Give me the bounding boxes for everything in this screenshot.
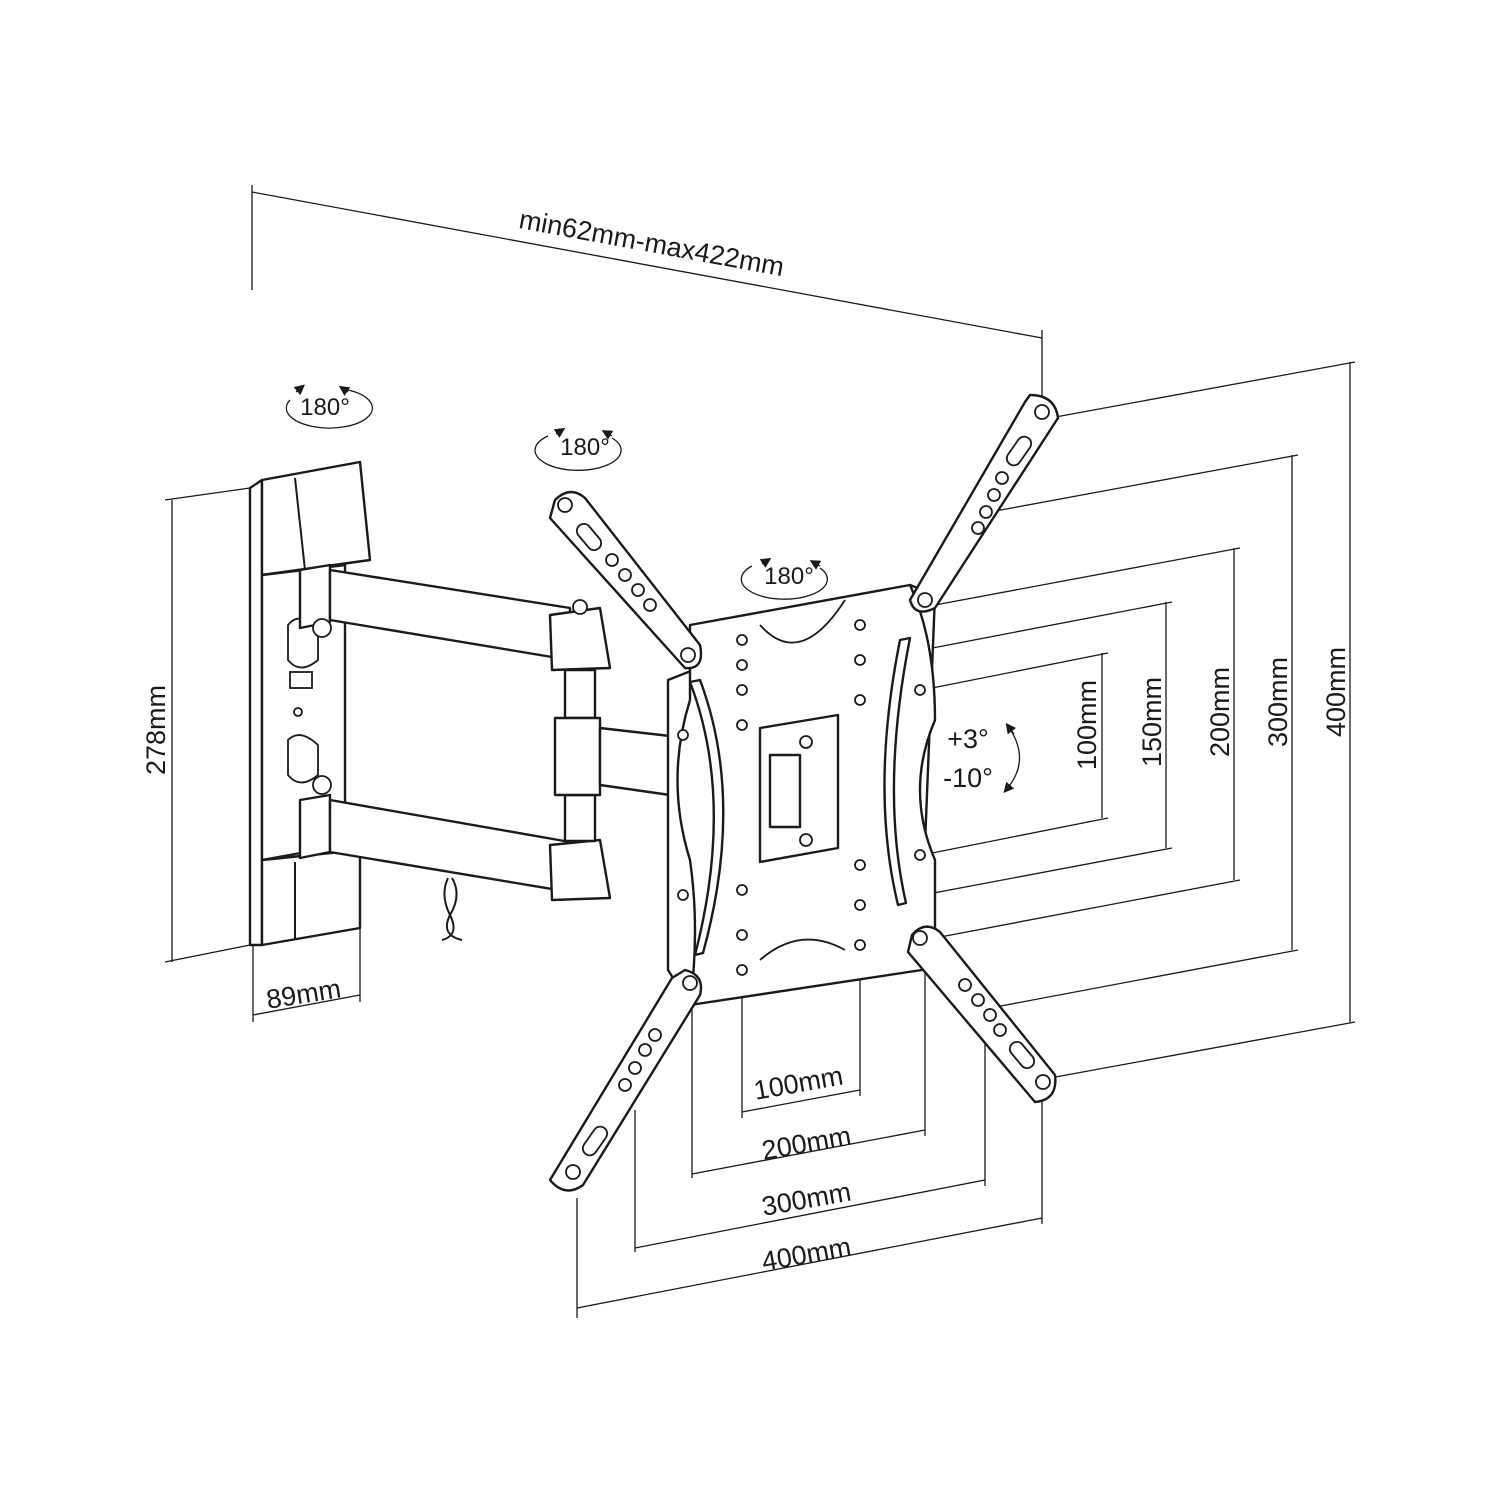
- vesa-v-200-label: 200mm: [1205, 667, 1235, 757]
- vesa-v-300-label: 300mm: [1263, 657, 1293, 747]
- rotation-label-wall: 180°: [300, 394, 350, 421]
- rotation-badges: 180° 180° 180°: [285, 384, 828, 600]
- vesa-v-150-label: 150mm: [1137, 677, 1167, 767]
- arm-joint-rotation: 180°: [534, 427, 622, 471]
- wall-plate: [248, 460, 372, 947]
- vesa-v-100-label: 100mm: [1072, 680, 1102, 770]
- wall-plate-depth-label: 89mm: [264, 973, 343, 1014]
- tv-bracket-plate: [666, 583, 937, 1007]
- strap-top-right: [908, 393, 1060, 613]
- vesa-h-100-label: 100mm: [752, 1061, 846, 1106]
- strap-bottom-left: [548, 968, 703, 1192]
- vesa-h-400-label: 400mm: [760, 1232, 854, 1277]
- tilt-up-label: +3°: [947, 724, 989, 754]
- vesa-holes: [677, 619, 926, 976]
- strap-bottom-right: [906, 925, 1057, 1104]
- wall-plate-height-label: 278mm: [141, 685, 171, 775]
- arm-extension-label: min62mm-max422mm: [517, 204, 787, 282]
- strap-top-left: [548, 490, 703, 670]
- vesa-h-200-label: 200mm: [760, 1121, 854, 1166]
- tilt-down-label: -10°: [943, 763, 993, 793]
- wall-joint-rotation: 180°: [285, 384, 374, 429]
- rotation-label-plate: 180°: [764, 563, 814, 590]
- plate-rotation: 180°: [740, 557, 828, 600]
- tilt-indicator: +3° -10°: [943, 722, 1021, 793]
- tv-straps: [548, 393, 1060, 1192]
- dimension-lines: [164, 185, 1356, 1318]
- rotation-label-arm: 180°: [560, 434, 610, 461]
- vesa-v-400-label: 400mm: [1321, 647, 1351, 737]
